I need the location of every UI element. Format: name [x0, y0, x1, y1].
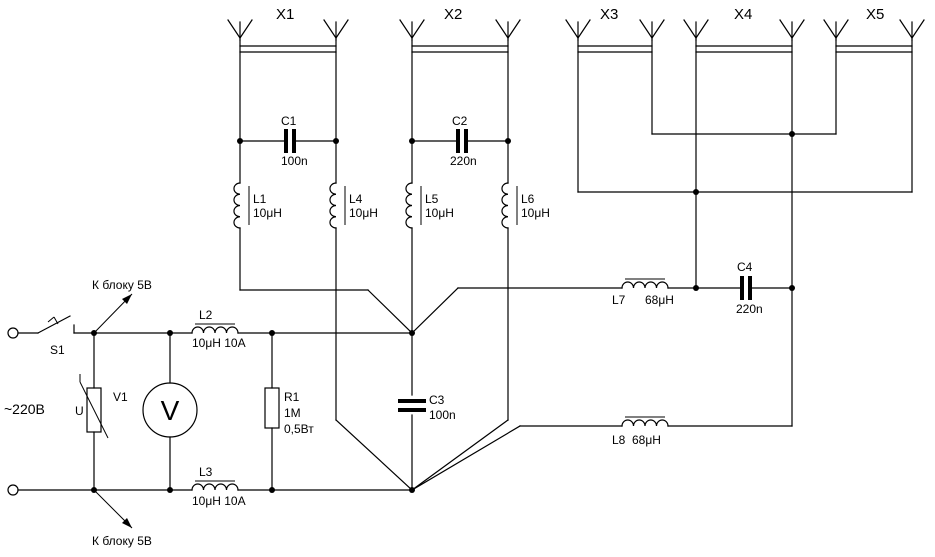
c4-name: C4	[737, 260, 753, 274]
c3-name: C3	[429, 393, 445, 407]
l3-value: 10μH 10A	[192, 494, 246, 508]
connector-x3-label: X3	[600, 6, 618, 23]
inductor-l8: L8 68μH	[612, 416, 669, 447]
capacitor-c2: C2 220n	[450, 114, 477, 168]
to-5v-top-label: К блоку 5В	[92, 278, 152, 292]
varistor-v1-label: V1	[113, 390, 128, 404]
connector-x3: X3	[565, 6, 665, 53]
switch-s1-label: S1	[50, 343, 65, 357]
capacitor-c4: C4 220n	[736, 260, 763, 316]
r1-name: R1	[284, 390, 300, 404]
l2-name: L2	[199, 308, 213, 322]
c1-value: 100n	[281, 154, 308, 168]
c3-value: 100n	[429, 408, 456, 422]
c2-value: 220n	[450, 154, 477, 168]
c4-value: 220n	[736, 302, 763, 316]
varistor-u-label: U	[75, 404, 84, 418]
to-5v-bottom-label: К блоку 5В	[92, 534, 152, 548]
l5-value: 10μH	[425, 206, 454, 220]
arrow-to-5v-top: К блоку 5В	[92, 278, 152, 334]
l1-name: L1	[253, 192, 267, 206]
mains-voltage-label: ~220В	[4, 401, 45, 417]
connector-x4-label: X4	[734, 6, 752, 23]
l8-value: 68μH	[632, 433, 661, 447]
l7-value: 68μH	[645, 293, 674, 307]
connector-x4: X4	[683, 6, 805, 53]
inductor-l2: L2 10μH 10A	[191, 308, 246, 350]
switch-s1: S1	[37, 315, 75, 357]
inductor-l3: L3 10μH 10A	[191, 465, 246, 508]
r1-power: 0,5Вт	[284, 422, 314, 436]
l4-name: L4	[349, 192, 363, 206]
l3-name: L3	[199, 465, 213, 479]
c2-name: C2	[452, 114, 468, 128]
connector-x5-label: X5	[866, 6, 884, 23]
connector-x2: X2	[399, 6, 521, 53]
l5-name: L5	[425, 192, 439, 206]
capacitor-c3: C3 100n	[398, 393, 456, 422]
capacitor-c1: C1 100n	[281, 114, 308, 168]
c1-name: C1	[281, 114, 297, 128]
varistor-v1: U V1	[75, 374, 128, 439]
l2-value: 10μH 10A	[192, 336, 246, 350]
l6-name: L6	[521, 192, 535, 206]
junction-dots	[91, 131, 795, 493]
arrow-to-5v-bottom: К блоку 5В	[92, 489, 152, 548]
l1-value: 10μH	[253, 206, 282, 220]
connector-x1-label: X1	[276, 6, 294, 23]
inductor-l6: L6 10μH	[501, 182, 550, 229]
l8-name: L8	[612, 433, 626, 447]
connector-x1: X1	[227, 6, 349, 53]
l7-name: L7	[612, 293, 626, 307]
x2-branch-wires	[411, 39, 509, 491]
inductor-l5: L5 10μH	[405, 182, 454, 229]
connector-x5: X5	[823, 6, 925, 53]
l4-value: 10μH	[349, 206, 378, 220]
x1-branch-wires	[239, 39, 413, 491]
voltmeter-symbol: V	[161, 395, 180, 426]
connector-x2-label: X2	[444, 6, 462, 23]
resistor-r1: R1 1M 0,5Вт	[264, 387, 314, 436]
voltmeter: V	[142, 382, 198, 438]
l6-value: 10μH	[521, 206, 550, 220]
inductor-l4: L4 10μH	[329, 182, 378, 229]
inductor-l7: L7 68μH	[612, 278, 674, 307]
x3-x5-wires	[411, 39, 913, 491]
r1-value: 1M	[284, 406, 301, 420]
inductor-l1: L1 10μH	[233, 182, 282, 229]
